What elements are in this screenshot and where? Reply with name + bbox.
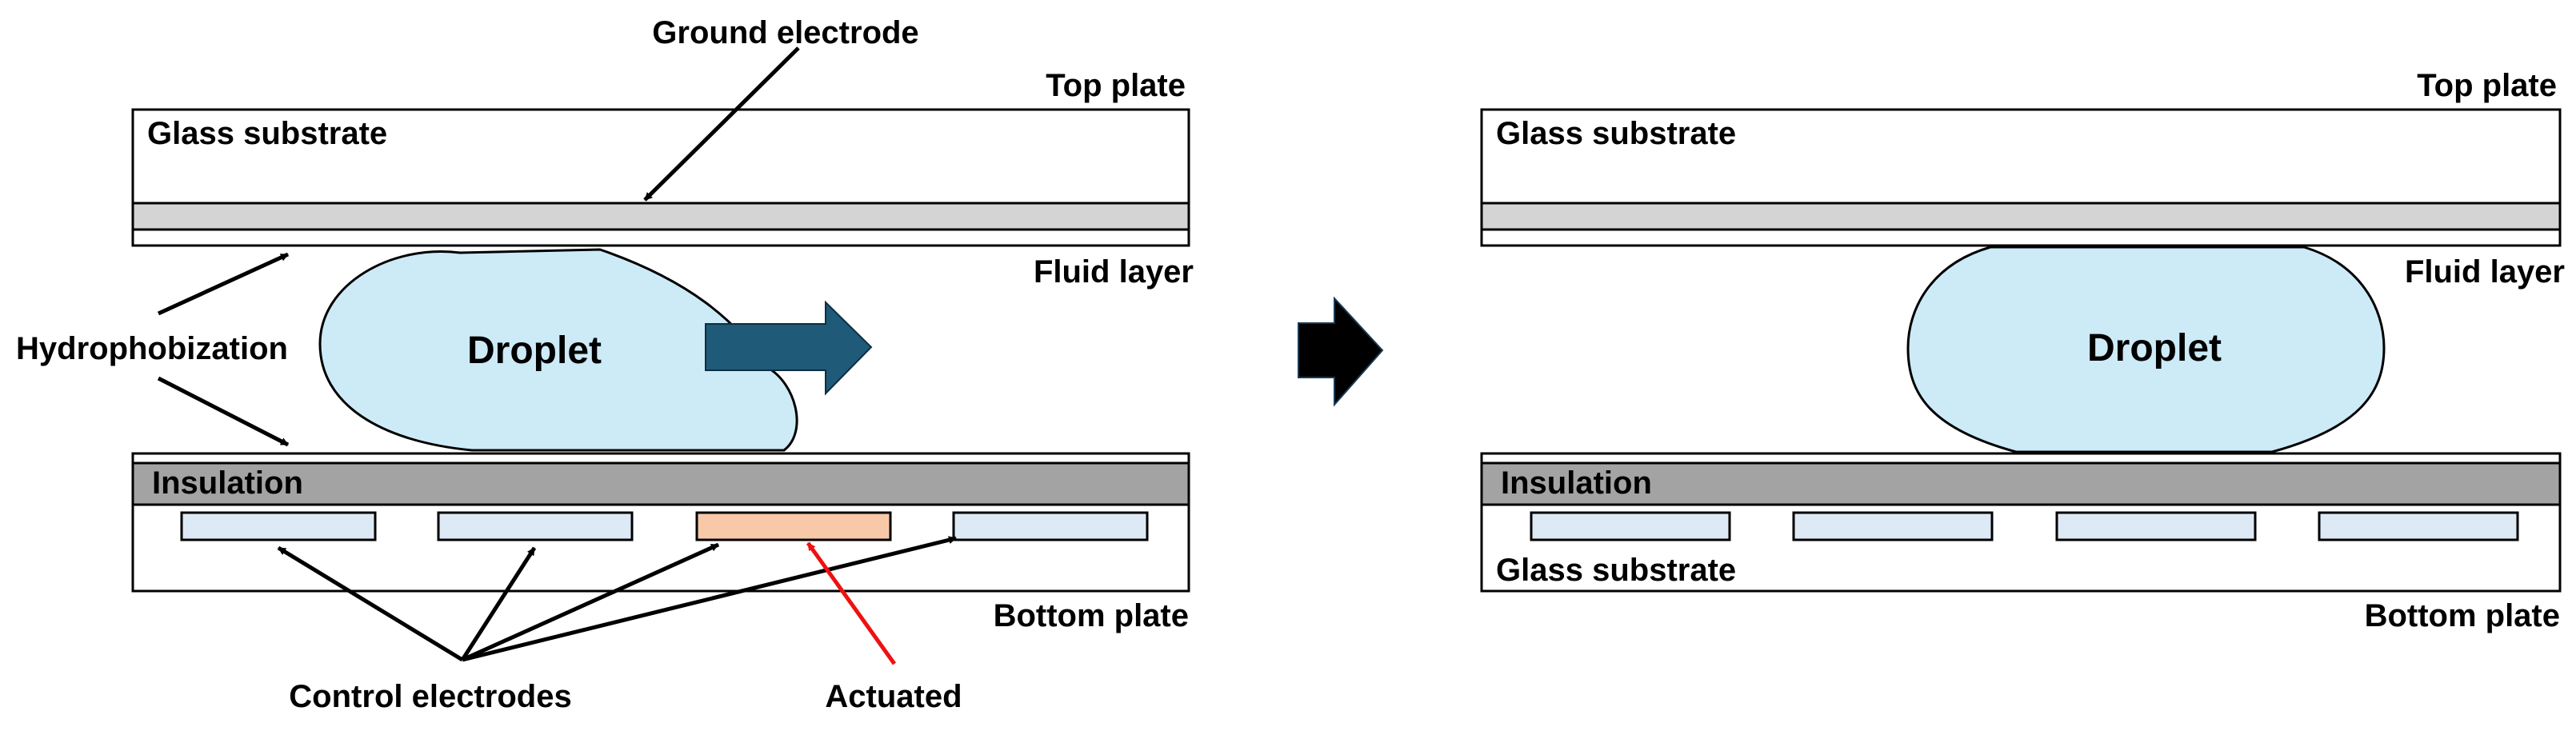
left-top-glass-substrate — [131, 108, 1190, 205]
left-insulation-label: Insulation — [152, 465, 303, 501]
left-control-electrode-actuated — [695, 511, 892, 541]
right-control-electrode-4 — [2318, 511, 2519, 541]
right-insulation-layer — [1480, 461, 2562, 506]
right-droplet-label: Droplet — [2087, 327, 2222, 369]
right-control-electrode-3 — [2055, 511, 2257, 541]
left-fluid-layer-label: Fluid layer — [1034, 254, 1194, 290]
control-electrode-pointer-arrow-2 — [460, 546, 537, 661]
control-electrodes-label: Control electrodes — [289, 679, 571, 714]
ground-electrode-pointer-arrow — [643, 46, 800, 202]
control-electrode-pointer-arrow-4 — [462, 536, 957, 662]
left-top-hydrophobic-layer — [131, 228, 1190, 247]
right-bottom-glass-substrate-label: Glass substrate — [1496, 553, 1736, 588]
droplet-motion-arrow-icon — [705, 300, 873, 396]
left-droplet-shape — [318, 248, 798, 452]
right-top-glass-substrate-label: Glass substrate — [1496, 116, 1736, 151]
right-bottom-hydrophobic-layer — [1480, 452, 2562, 465]
right-top-plate-label: Top plate — [2417, 68, 2557, 103]
control-electrode-pointer-arrow-1 — [277, 545, 464, 662]
left-control-electrode-2 — [437, 511, 634, 541]
hydrophobization-pointer-arrow-bottom — [157, 376, 290, 447]
left-bottom-plate-label: Bottom plate — [994, 598, 1189, 633]
right-fluid-layer-label: Fluid layer — [2405, 254, 2565, 290]
right-control-electrode-1 — [1530, 511, 1731, 541]
right-control-electrode-2 — [1792, 511, 1994, 541]
right-insulation-label: Insulation — [1501, 465, 1652, 501]
left-top-plate-label: Top plate — [1046, 68, 1186, 103]
hydrophobization-label: Hydrophobization — [16, 331, 288, 366]
right-panel: Top plate Glass substrate Fluid layer Dr… — [1480, 68, 2565, 633]
right-bottom-plate-label: Bottom plate — [2365, 598, 2560, 633]
ground-electrode-label: Ground electrode — [652, 15, 918, 50]
left-droplet-label: Droplet — [467, 330, 602, 372]
transition-arrow-icon — [1298, 296, 1384, 407]
actuated-pointer-arrow — [806, 541, 897, 665]
left-control-electrode-1 — [180, 511, 377, 541]
left-ground-electrode-layer — [131, 202, 1190, 231]
right-ground-electrode-layer — [1480, 202, 2562, 231]
right-top-glass-substrate — [1480, 108, 2562, 205]
control-electrode-pointer-arrow-3 — [461, 542, 720, 662]
left-top-glass-substrate-label: Glass substrate — [147, 116, 387, 151]
left-bottom-hydrophobic-layer — [131, 452, 1190, 465]
actuated-label: Actuated — [825, 679, 962, 714]
hydrophobization-pointer-arrow-top — [157, 252, 290, 316]
left-panel: Ground electrode Top plate Glass substra… — [16, 15, 1194, 714]
right-top-hydrophobic-layer — [1480, 228, 2562, 247]
right-droplet-shape — [1906, 246, 2386, 453]
left-control-electrode-4 — [952, 511, 1149, 541]
